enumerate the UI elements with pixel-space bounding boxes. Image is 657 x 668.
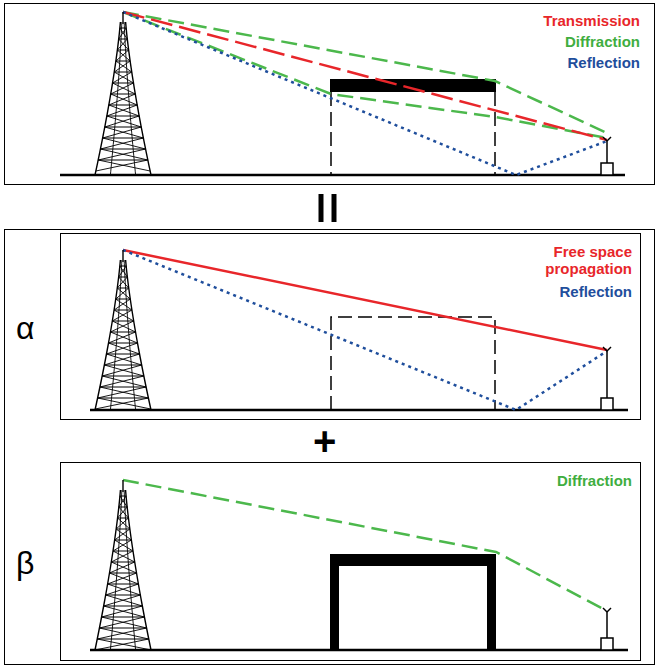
ground-line — [90, 649, 628, 652]
reflection-ray — [123, 250, 607, 410]
transmitter-tower — [95, 250, 151, 410]
receiver-antenna — [601, 608, 613, 650]
panel-frame — [5, 4, 655, 185]
diffraction-ray — [123, 480, 607, 611]
equals-symbol — [321, 194, 334, 222]
receiver-antenna — [601, 137, 613, 175]
legend-text: Transmission — [543, 12, 640, 29]
ground-line — [90, 409, 628, 412]
panel-frame — [61, 463, 641, 661]
building-outline — [331, 317, 495, 410]
panel-symbol: α — [16, 310, 35, 347]
receiver-antenna — [601, 347, 613, 410]
transmission-ray — [123, 12, 607, 140]
panel-frame — [5, 230, 655, 665]
ground-line — [60, 174, 625, 177]
free-space-ray — [123, 250, 607, 350]
transmitter-tower — [95, 12, 151, 175]
legend-text: Free space propagation — [520, 243, 632, 278]
legend-text: Reflection — [559, 283, 632, 300]
transmitter-tower — [95, 480, 151, 650]
panel-frame — [61, 234, 641, 420]
legend-text: Reflection — [567, 54, 640, 71]
legend-text: Diffraction — [565, 33, 640, 50]
building — [330, 554, 496, 650]
reflection-ray — [123, 12, 607, 175]
legend-text: Diffraction — [557, 472, 632, 489]
building — [330, 79, 496, 175]
panel-symbol: β — [16, 545, 34, 582]
panel-symbol: + — [313, 418, 336, 464]
